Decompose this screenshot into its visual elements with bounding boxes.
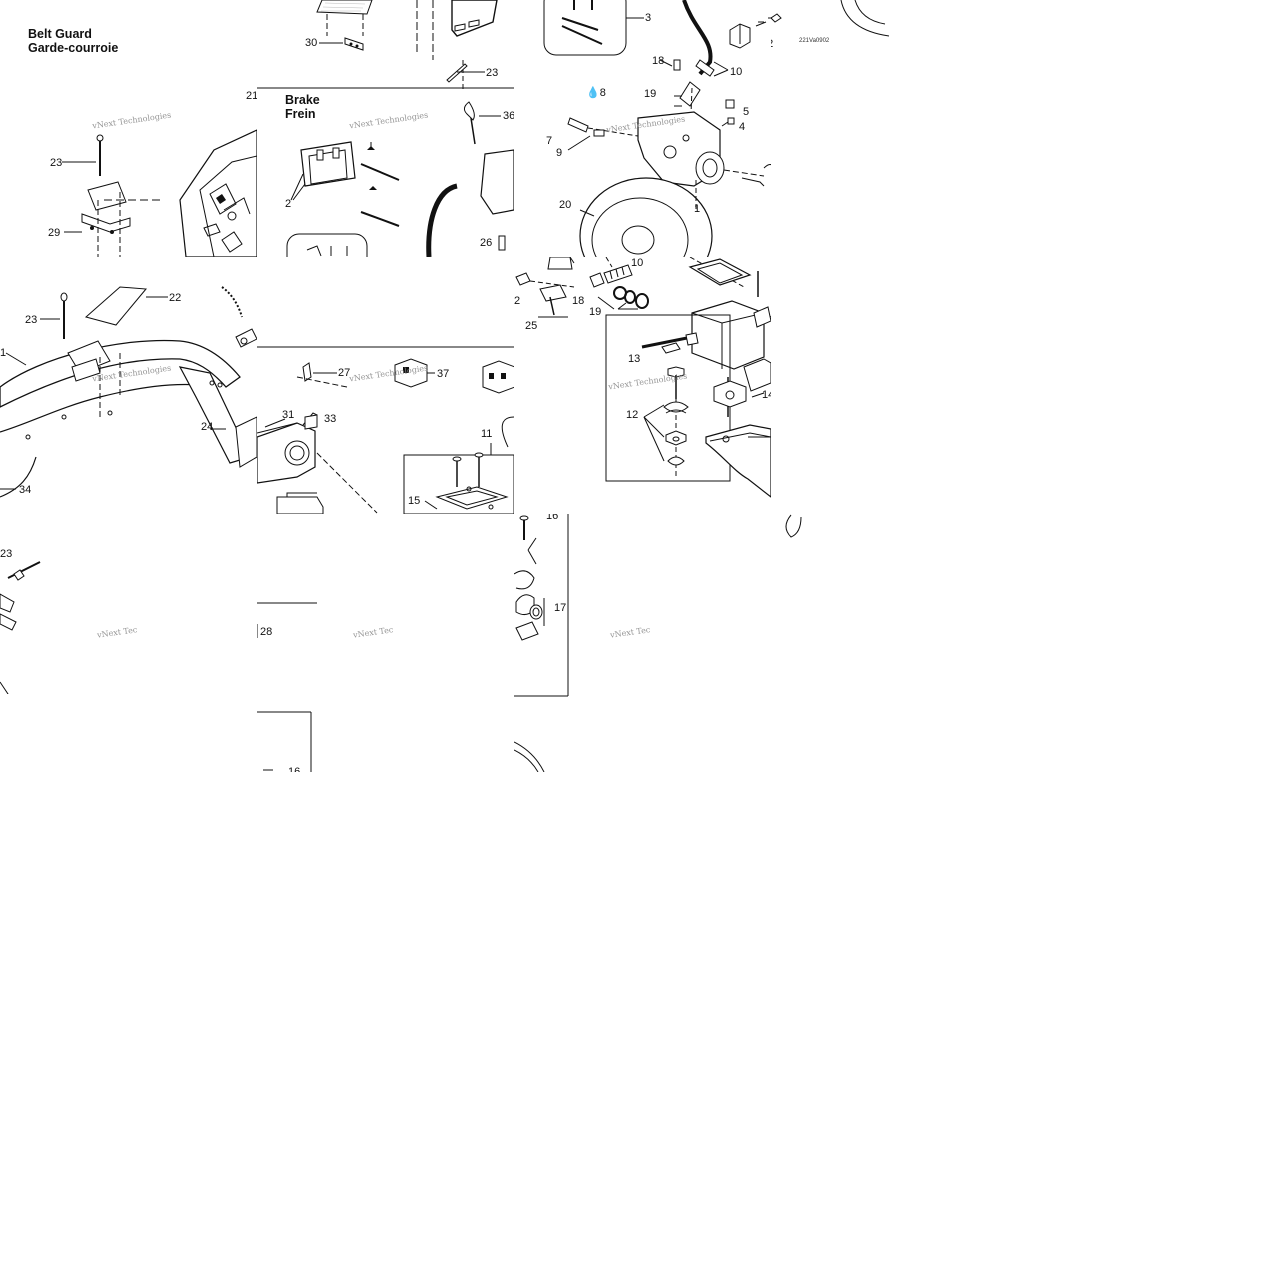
tile-brake-pads: Brake Frein 36 2 26 vNext Tech — [257, 90, 514, 257]
belt-guard-title-fr: Garde-courroie — [28, 41, 119, 55]
hose-clip-fragment — [771, 505, 831, 545]
callout-13: 13 — [628, 353, 641, 365]
callout-15: 15 — [408, 495, 421, 507]
callout-1: 1 — [0, 347, 7, 359]
connectors-drawing — [257, 257, 514, 514]
tile-lever-parts: 16 17 vNext Tec — [514, 514, 771, 772]
callout-22: 22 — [169, 292, 182, 304]
callout-5: 5 — [743, 106, 750, 118]
tile-belt-guard-top-middle: 30 23 — [257, 0, 514, 90]
tile-belt-guard-left: 21 23 29 vNext Technologies — [0, 90, 257, 257]
tile-top-right: 37 27 35 32 221Va0902 — [771, 0, 1028, 90]
callout-3: 3 — [645, 12, 652, 24]
callout-23: 23 — [486, 67, 499, 79]
tile-brake-caliper: 3 18 10 💧8 19 7 9 5 4 20 1 vNext Technol… — [514, 0, 771, 257]
callout-8-label: 8 — [599, 87, 606, 99]
callout-21: 21 — [246, 90, 257, 102]
callout-8: 💧8 — [586, 87, 606, 99]
tile-fragments-middle: 28 16 vNext Tec — [257, 514, 514, 772]
lever-parts-drawing — [514, 514, 771, 772]
callout-2: 2 — [514, 295, 521, 307]
belt-guard-bottom-drawing — [0, 514, 257, 694]
callout-18: 18 — [652, 55, 665, 67]
brake-title-en: Brake — [285, 93, 320, 107]
callout-27: 27 — [338, 367, 351, 379]
brake-pads-drawing — [257, 90, 514, 257]
tile-belt-guard-main: 22 23 1 24 34 vNext Technologies — [0, 257, 257, 514]
belt-guard-main-drawing — [0, 257, 257, 514]
callout-18: 18 — [572, 295, 585, 307]
callout-30: 30 — [305, 37, 318, 49]
callout-20: 20 — [559, 199, 572, 211]
callout-23: 23 — [0, 548, 13, 560]
callout-7: 7 — [546, 135, 553, 147]
callout-17: 17 — [554, 602, 567, 614]
brake-title-fr: Frein — [285, 107, 316, 121]
master-cylinder-drawing — [514, 257, 771, 514]
belt-guard-title: Belt Guard Garde-courroie — [28, 27, 118, 55]
tile-belt-guard-bottom: 23 vNext Tec — [0, 514, 257, 694]
tile-belt-guard-top: Belt Guard Garde-courroie — [0, 0, 257, 90]
callout-23: 23 — [50, 157, 63, 169]
top-right-drawing — [771, 0, 1028, 90]
callout-1: 1 — [694, 203, 701, 215]
fragments-middle-drawing — [257, 514, 514, 772]
callout-19: 19 — [589, 306, 602, 318]
callout-28: 28 — [260, 626, 273, 638]
callout-31: 31 — [282, 409, 295, 421]
callout-14: 14 — [762, 389, 771, 401]
drawing-code: 221Va0902 — [799, 38, 830, 44]
callout-10: 10 — [631, 257, 644, 269]
callout-34: 34 — [19, 484, 32, 496]
connector-37-drawing — [720, 0, 772, 60]
callout-2: 2 — [285, 198, 292, 210]
callout-11: 11 — [481, 428, 493, 440]
belt-guard-top-middle-drawing — [257, 0, 514, 90]
caliper-drawing — [514, 0, 771, 257]
callout-26: 26 — [480, 237, 493, 249]
callout-33: 33 — [324, 413, 337, 425]
tile-master-cylinder: 10 18 2 19 25 13 12 14 vNext Technologie… — [514, 257, 771, 514]
callout-29: 29 — [48, 227, 61, 239]
callout-16: 16 — [288, 766, 301, 772]
brake-title: Brake Frein — [285, 93, 320, 121]
callout-16: 16 — [546, 514, 559, 522]
callout-32: 32 — [771, 38, 773, 50]
callout-36: 36 — [503, 110, 514, 122]
callout-4: 4 — [739, 121, 746, 133]
callout-9: 9 — [556, 147, 563, 159]
belt-guard-left-drawing — [0, 90, 257, 257]
belt-guard-title-en: Belt Guard — [28, 27, 92, 41]
callout-37: 37 — [437, 368, 450, 380]
callout-23: 23 — [25, 314, 38, 326]
callout-10: 10 — [730, 66, 743, 78]
tile-connectors: 27 37 31 33 11 6 15 vNext Technologies — [257, 257, 514, 514]
callout-25: 25 — [525, 320, 538, 332]
callout-19: 19 — [644, 88, 657, 100]
callout-24: 24 — [201, 421, 214, 433]
callout-12: 12 — [626, 409, 639, 421]
